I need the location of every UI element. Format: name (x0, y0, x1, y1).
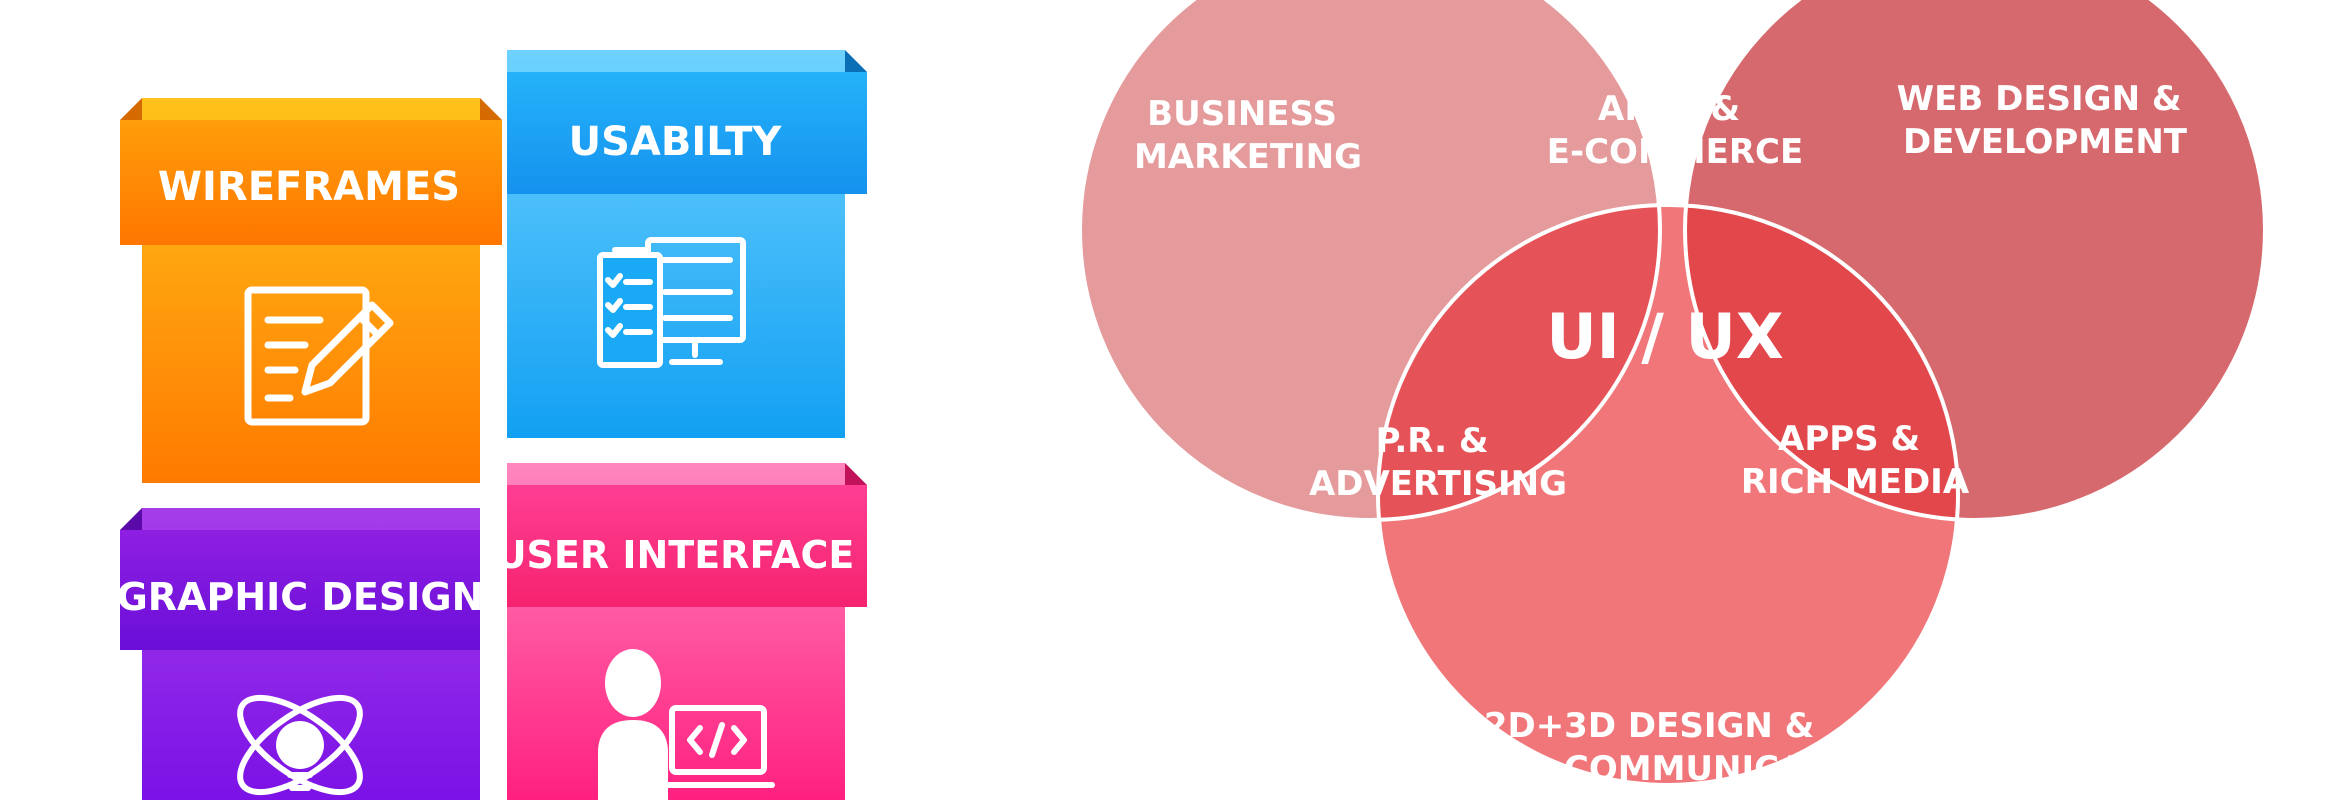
venn-intersection-right (1685, 205, 1958, 520)
card-user-interface[interactable]: USER INTERFACE (496, 463, 867, 800)
venn-outline-bottom (1376, 203, 1960, 787)
venn-label-center: UI / UX (1546, 300, 1783, 373)
atom-lightbulb-icon (237, 694, 363, 796)
venn-label-apps-ecommerce: APPS & E-COMMERCE (1547, 89, 1803, 172)
venn-label-pr-advertising: P.R. & ADVERTISING (1309, 421, 1567, 504)
card-graphic-design-fold-left (120, 508, 142, 530)
card-graphic-design-band (120, 530, 480, 650)
card-user-interface-title: USER INTERFACE (496, 533, 855, 577)
venn-intersection-left (1378, 205, 1660, 520)
monitor-checklist-icon (597, 237, 746, 368)
venn-outline-left (1078, 0, 1662, 522)
card-user-interface-band (507, 485, 867, 607)
developer-code-icon (598, 649, 775, 800)
card-graphic-design-title: GRAPHIC DESIGN (117, 575, 484, 619)
card-usability-fold-right (845, 50, 867, 72)
card-usability-title: USABILTY (569, 119, 783, 165)
edit-document-icon (244, 286, 394, 426)
venn-label-web-design: WEB DESIGN & DEVELOPMENT (1897, 79, 2194, 162)
card-graphic-design[interactable]: GRAPHIC DESIGN (117, 508, 484, 800)
venn-label-design-visual: 2D+3D DESIGN & VISUAL COMMUNICATION (1414, 706, 1896, 789)
card-user-interface-fold-right (845, 463, 867, 485)
card-wireframes-fold-right (480, 98, 502, 120)
card-usability[interactable]: USABILTY (507, 50, 867, 438)
venn-outline-right (1683, 0, 2267, 522)
card-wireframes-fold-left (120, 98, 142, 120)
card-usability-band (507, 72, 867, 194)
card-wireframes-title: WIREFRAMES (158, 164, 460, 210)
card-wireframes[interactable]: WIREFRAMES (120, 98, 502, 483)
venn-label-business-marketing: BUSINESS MARKETING (1134, 94, 1362, 177)
venn-label-apps-rich-media: APPS & RICH MEDIA (1741, 419, 1970, 502)
card-wireframes-band (120, 120, 502, 245)
venn-diagram: BUSINESS MARKETING APPS & E-COMMERCE WEB… (1078, 0, 2267, 789)
